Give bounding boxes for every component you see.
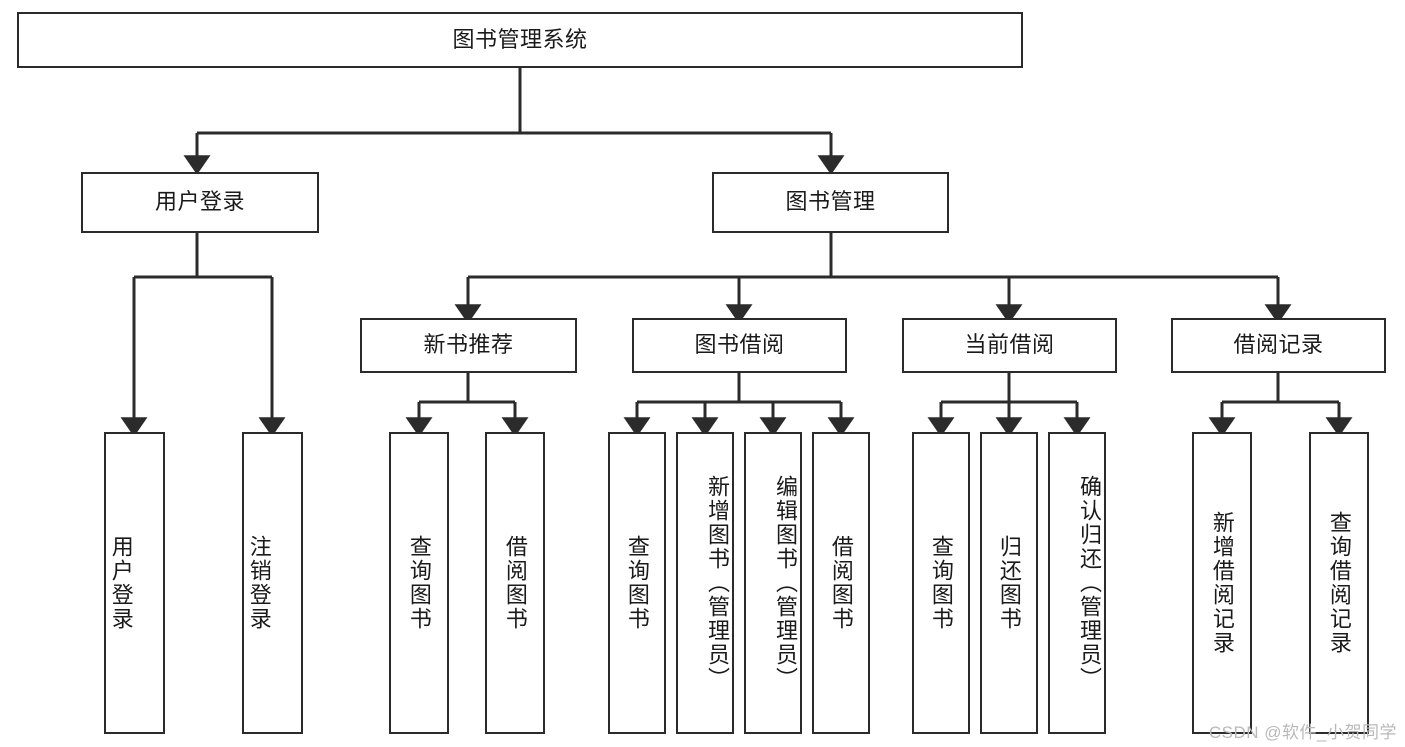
node-leaf-user-login-label: 用户登录 xyxy=(108,535,134,631)
node-new-book-rec[interactable]: 新书推荐 xyxy=(360,318,577,373)
node-user-login[interactable]: 用户登录 xyxy=(81,172,319,233)
node-leaf-confirm-return[interactable]: 确认归还（管理员） xyxy=(1048,432,1106,734)
node-leaf-add-book-label: 新增图书（管理员） xyxy=(705,475,730,691)
node-leaf-query-record[interactable]: 查询借阅记录 xyxy=(1309,432,1369,734)
node-leaf-add-book[interactable]: 新增图书（管理员） xyxy=(676,432,734,734)
node-leaf-query-book-1-label: 查询图书 xyxy=(406,535,432,631)
node-borrow-record-label: 借阅记录 xyxy=(1233,332,1324,358)
node-book-manage-label: 图书管理 xyxy=(785,189,876,215)
node-current-borrow[interactable]: 当前借阅 xyxy=(902,318,1117,373)
node-leaf-borrow-book-2[interactable]: 借阅图书 xyxy=(812,432,870,734)
node-leaf-query-book-1[interactable]: 查询图书 xyxy=(389,432,449,734)
node-leaf-add-record-label: 新增借阅记录 xyxy=(1209,511,1235,655)
node-leaf-query-record-label: 查询借阅记录 xyxy=(1326,511,1352,655)
node-leaf-query-book-3-label: 查询图书 xyxy=(928,535,954,631)
node-leaf-borrow-book-1[interactable]: 借阅图书 xyxy=(485,432,545,734)
node-leaf-logout-login[interactable]: 注销登录 xyxy=(242,432,303,734)
node-leaf-edit-book[interactable]: 编辑图书（管理员） xyxy=(744,432,802,734)
node-leaf-query-book-2[interactable]: 查询图书 xyxy=(608,432,666,734)
node-leaf-query-book-2-label: 查询图书 xyxy=(624,535,650,631)
node-leaf-user-login[interactable]: 用户登录 xyxy=(104,432,165,734)
node-book-borrow-label: 图书借阅 xyxy=(694,332,785,358)
node-book-manage[interactable]: 图书管理 xyxy=(712,172,949,233)
node-leaf-edit-book-label: 编辑图书（管理员） xyxy=(773,475,798,691)
node-leaf-borrow-book-1-label: 借阅图书 xyxy=(502,535,528,631)
node-book-borrow[interactable]: 图书借阅 xyxy=(632,318,847,373)
node-root-label: 图书管理系统 xyxy=(452,26,588,52)
node-leaf-return-book-label: 归还图书 xyxy=(996,535,1022,631)
node-leaf-add-record[interactable]: 新增借阅记录 xyxy=(1192,432,1252,734)
node-user-login-label: 用户登录 xyxy=(154,189,245,215)
node-leaf-confirm-return-label: 确认归还（管理员） xyxy=(1077,475,1102,691)
node-leaf-borrow-book-2-label: 借阅图书 xyxy=(828,535,854,631)
node-leaf-query-book-3[interactable]: 查询图书 xyxy=(912,432,970,734)
node-leaf-return-book[interactable]: 归还图书 xyxy=(980,432,1038,734)
node-leaf-logout-login-label: 注销登录 xyxy=(246,535,272,631)
node-new-book-rec-label: 新书推荐 xyxy=(423,332,514,358)
node-current-borrow-label: 当前借阅 xyxy=(964,332,1055,358)
node-borrow-record[interactable]: 借阅记录 xyxy=(1171,318,1386,373)
node-root[interactable]: 图书管理系统 xyxy=(17,12,1023,68)
